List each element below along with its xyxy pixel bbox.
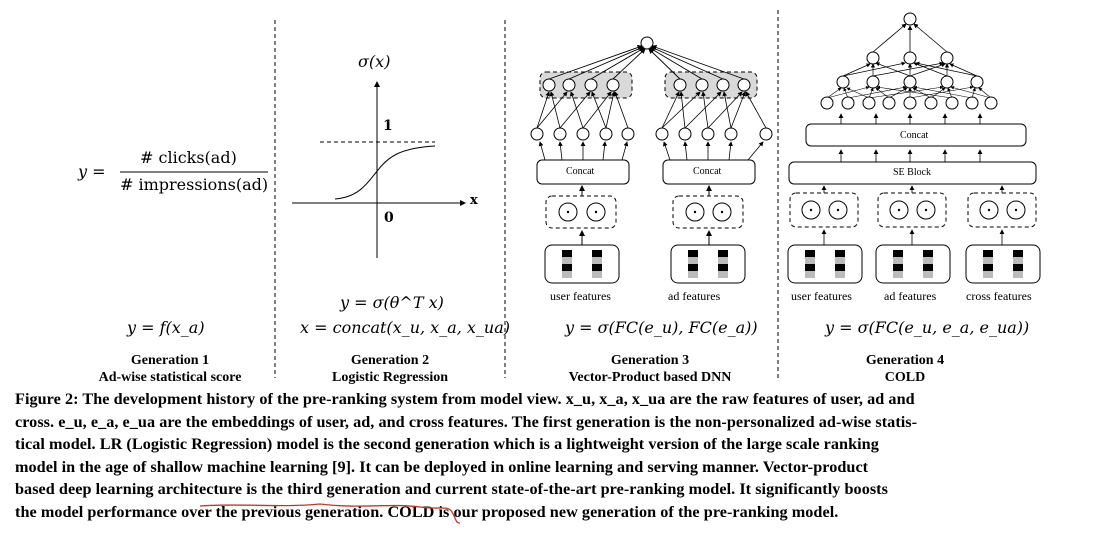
feature-block [983, 271, 993, 278]
gen3-concat-right: Concat [693, 166, 722, 177]
gen2-subtitle: Logistic Regression [331, 370, 448, 385]
feature-block [835, 250, 845, 257]
feature-block [805, 271, 815, 278]
feature-block [1013, 264, 1023, 271]
gen2-formula-1: y = σ(θ^T x) [340, 293, 444, 312]
sigma-label: σ(x) [358, 52, 391, 71]
gen1-title: Generation 1 [130, 353, 210, 368]
caption-line-3: tical model. LR (Logistic Regression) mo… [15, 435, 879, 453]
feature-block [688, 264, 698, 271]
sigmoid-plot [292, 81, 466, 258]
caption-line-4: model in the age of shallow machine lear… [15, 456, 1100, 479]
feature-block [1013, 250, 1023, 257]
feature-block [562, 250, 572, 257]
feature-block [592, 257, 602, 264]
gen2-formula-2: x = concat(x_u, x_a, x_ua) [300, 318, 511, 337]
gen4-ad-features: ad features [884, 289, 937, 303]
feature-block [592, 271, 602, 278]
sigmoid-curve [334, 145, 436, 200]
feature-block [688, 257, 698, 264]
gen3-concat-left: Concat [566, 166, 595, 177]
caption-line-5: based deep learning architecture is the … [15, 480, 888, 498]
feature-block [688, 271, 698, 278]
gen2-label: Generation 2 Logistic Regression [300, 352, 480, 386]
figure-graphics [120, 10, 1041, 378]
feature-block [983, 250, 993, 257]
caption-line-4-text: model in the age of shallow machine lear… [15, 457, 869, 476]
feature-block [983, 264, 993, 271]
feature-block [718, 257, 728, 264]
feature-block [592, 264, 602, 271]
gen4-title: Generation 4 [865, 353, 945, 368]
feature-block [562, 264, 572, 271]
feature-block [718, 271, 728, 278]
feature-block [923, 271, 933, 278]
caption-line-2: cross. e_u, e_a, e_ua are the embeddings… [15, 412, 918, 431]
feature-block [592, 250, 602, 257]
feature-block [1013, 271, 1023, 278]
tick-one: 1 [383, 118, 393, 134]
feature-block [805, 264, 815, 271]
feature-block [688, 250, 698, 257]
feature-block [805, 257, 815, 264]
gen4-user-features: user features [791, 289, 852, 303]
feature-block [805, 250, 815, 257]
feature-block [893, 264, 903, 271]
feature-block [923, 250, 933, 257]
gen1-denominator: # impressions(ad) [120, 175, 269, 194]
feature-block [835, 271, 845, 278]
feature-block [893, 250, 903, 257]
gen1-formula: y = f(x_a) [127, 318, 205, 337]
feature-block [923, 257, 933, 264]
gen3-title: Generation 3 [610, 353, 690, 368]
feature-block [718, 264, 728, 271]
gen3-subtitle: Vector-Product based DNN [568, 370, 732, 385]
caption-line-1: Figure 2: The development history of the… [15, 390, 915, 408]
feature-block [718, 250, 728, 257]
feature-block [562, 257, 572, 264]
gen1-numerator: # clicks(ad) [140, 148, 237, 167]
feature-block [835, 264, 845, 271]
feature-block [923, 264, 933, 271]
gen3-ad-features: ad features [668, 289, 721, 303]
gen1-subtitle: Ad-wise statistical score [98, 370, 242, 385]
feature-block [893, 271, 903, 278]
caption-line-6: the model performance over the previous … [15, 502, 839, 521]
gen1-label: Generation 1 Ad-wise statistical score [80, 352, 260, 386]
gen4-se-block: SE Block [893, 167, 932, 178]
figure-caption: Figure 2: The development history of the… [15, 388, 1100, 523]
gen3-user-features: user features [550, 289, 611, 303]
feature-block [835, 257, 845, 264]
tick-zero: 0 [384, 210, 394, 226]
gen4-concat: Concat [900, 130, 929, 141]
gen4-cross-features: cross features [966, 289, 1032, 303]
gen4-network [787, 12, 1041, 284]
gen3-network [530, 36, 773, 284]
feature-block [562, 271, 572, 278]
gen1-formula-lhs: y = [78, 162, 106, 181]
figure-2: y = # clicks(ad) # impressions(ad) y = f… [78, 10, 1041, 386]
gen2-title: Generation 2 [350, 353, 430, 368]
gen4-label: Generation 4 COLD [820, 352, 990, 386]
feature-block [1013, 257, 1023, 264]
gen4-formula: y = σ(FC(e_u, e_a, e_ua)) [825, 318, 1030, 337]
feature-bars [562, 250, 1023, 278]
gen3-label: Generation 3 Vector-Product based DNN [545, 352, 755, 386]
gen4-subtitle: COLD [884, 370, 926, 385]
feature-block [893, 257, 903, 264]
gen3-formula: y = σ(FC(e_u), FC(e_a)) [565, 318, 758, 337]
x-axis-label: x [470, 193, 478, 208]
feature-block [983, 257, 993, 264]
